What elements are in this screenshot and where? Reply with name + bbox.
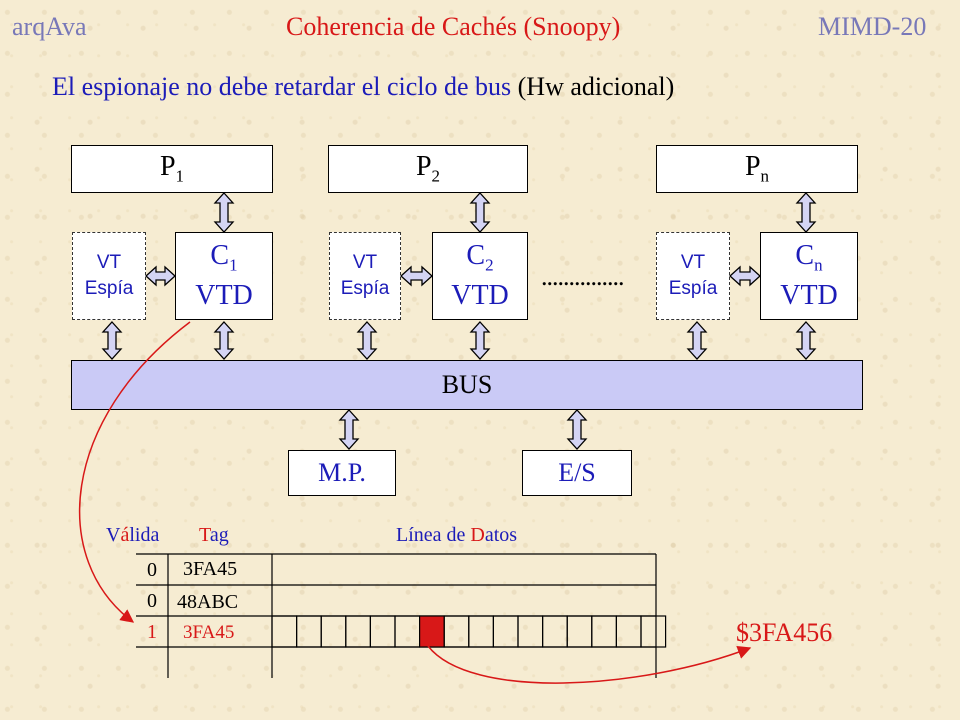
col-tag-post: ag [209,524,229,546]
snoop-tag-1-line1: VT [96,252,122,273]
subtitle-main: El espionaje no debe retardar el ciclo d… [52,72,512,101]
snoop-tag-n: VT Espía [656,232,730,320]
col-tag-header: Tag [199,524,229,547]
row-3-tag: 3FA45 [183,622,235,643]
bus-arrow-11 [566,409,588,450]
bus-arrow-4 [101,321,123,360]
processor-2-sub: 2 [431,166,441,186]
data-cell [271,615,298,648]
bus-arrow-8 [686,321,708,360]
data-line-cells [271,615,667,648]
col-valid-pre: V [106,524,121,546]
col-data-hl: D [470,524,485,546]
snoop-tag-n-line1: VT [680,252,706,273]
snoop-arrow-n [729,265,761,287]
data-cell [296,615,322,648]
data-cell [394,615,421,648]
cache-2-label: C [466,240,486,272]
col-valid-hl: á [120,524,130,546]
col-valid-header: Válida [106,524,159,547]
cache-to-table-curve [78,321,191,623]
row-1-tag: 3FA45 [183,558,238,580]
col-data-header: Línea de Datos [396,524,517,547]
data-cell [566,615,593,648]
processor-n-sub: n [760,166,770,186]
snoop-arrow-2 [400,265,433,287]
bus-arrow-1 [213,192,235,233]
ellipsis: ............... [541,262,624,291]
row-2-valid: 0 [147,590,157,612]
row-1-valid: 0 [147,559,157,581]
data-cell [320,615,347,648]
cache-2-sub: 2 [485,255,494,275]
row-3-valid: 1 [147,621,157,643]
snoop-tag-1-line2: Espía [84,278,134,299]
cell-to-address-curve [427,645,752,684]
bus-arrow-6 [356,321,378,360]
col-tag-hl: T [199,524,210,546]
processor-2-label: P [415,151,432,183]
header-right: MIMD-20 [818,12,927,41]
data-cell [345,615,371,648]
bus-arrow-10 [338,409,360,450]
memory-address: $3FA456 [736,618,833,647]
data-cell [492,615,519,648]
subtitle: El espionaje no debe retardar el ciclo d… [52,72,674,102]
data-cell [443,615,470,648]
slide-title: Coherencia de Cachés (Snoopy) [286,12,621,41]
processor-n-label: P [744,151,761,183]
highlighted-data-cell [419,615,445,648]
processor-2: P2 [328,145,528,193]
data-cell [369,615,396,648]
bus: BUS [71,360,863,410]
io-unit-label: E/S [558,458,596,487]
header-left: arqAva [12,12,87,41]
io-unit: E/S [522,450,632,496]
bus-label: BUS [441,370,493,399]
main-memory-label: M.P. [318,458,366,487]
row-2-tag: 48ABC [177,591,239,613]
bus-arrow-2 [469,192,491,233]
cache-n-label: C [795,240,815,272]
cache-2-tag: VTD [451,279,509,311]
col-data-post: atos [484,524,518,546]
snoop-arrow-1 [145,265,176,287]
data-cell [517,615,544,648]
data-cell [468,615,494,648]
snoop-tag-1: VT Espía [72,232,146,320]
bus-arrow-9 [795,321,817,360]
snoop-tag-2: VT Espía [329,232,401,320]
cache-n-tag: VTD [780,279,838,311]
data-cell [640,615,667,648]
cache-1-label: C [210,240,230,272]
cache-1-tag: VTD [195,279,253,311]
snoop-tag-n-line2: Espía [668,278,718,299]
data-cell [591,615,617,648]
bidirectional-arrows [101,192,817,450]
data-cell [541,615,568,648]
col-valid-post: lida [129,524,160,546]
processor-n: Pn [656,145,858,193]
cache-n-sub: n [814,255,823,275]
bus-arrow-3 [795,192,817,233]
bus-arrow-5 [213,321,235,360]
bus-arrow-7 [469,321,491,360]
subtitle-note: (Hw adicional) [517,72,675,101]
snoop-tag-2-line1: VT [352,252,378,273]
snoop-tag-2-line2: Espía [340,278,390,299]
processor-1-label: P [159,151,176,183]
data-cell [615,615,642,648]
main-memory: M.P. [288,450,396,496]
processor-1-sub: 1 [175,166,185,186]
col-data-pre: Línea de [396,524,471,546]
cache-1-sub: 1 [229,255,238,275]
processor-1: P1 [71,145,273,193]
